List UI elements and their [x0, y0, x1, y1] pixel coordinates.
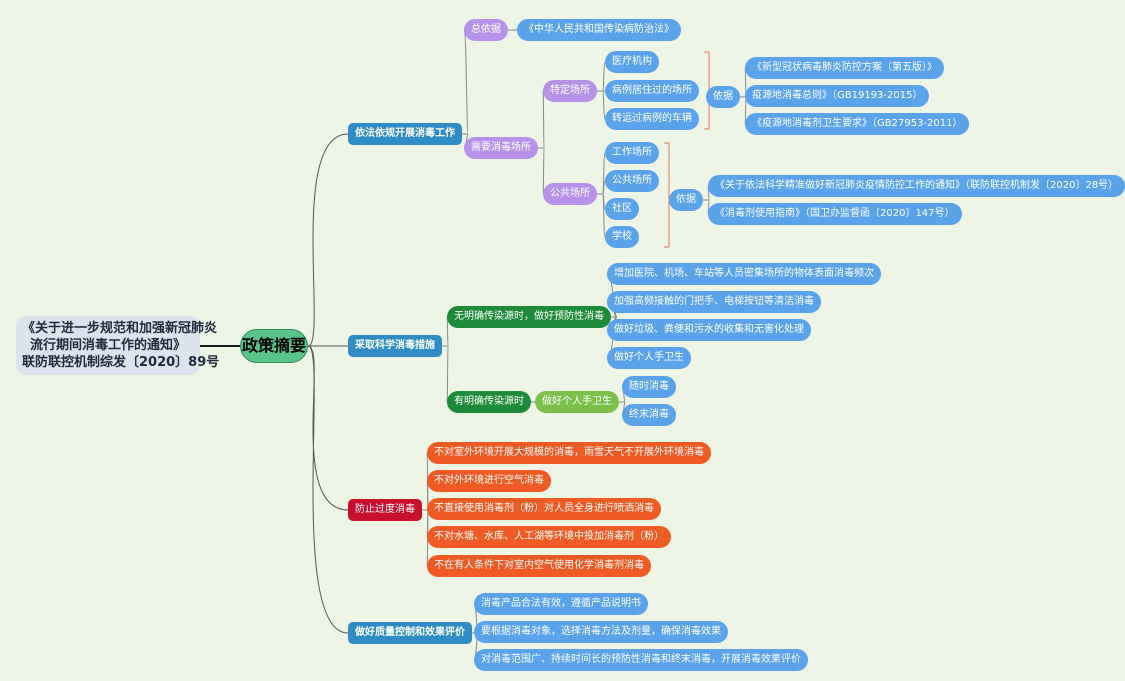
specific-item[interactable]: 病例居住过的场所	[605, 80, 699, 102]
specific-basis-item[interactable]: 《疫源地消毒剂卫生要求》（GB27953-2011）	[745, 113, 970, 135]
public-places-node[interactable]: 公共场所	[543, 183, 597, 205]
root-title-line-2: 流行期间消毒工作的通知》	[29, 338, 186, 353]
excessive-item[interactable]: 不对室外环境开展大规模的消毒，雨雪天气不开展外环境消毒	[427, 442, 711, 464]
hand-hygiene-item[interactable]: 终末消毒	[622, 404, 676, 426]
center-node[interactable]: 政策摘要	[240, 329, 308, 363]
quality-item[interactable]: 对消毒范围广、持续时间长的预防性消毒和终末消毒，开展消毒效果评价	[474, 649, 808, 671]
public-item[interactable]: 公共场所	[605, 170, 659, 192]
root-title-line-1: 《关于进一步规范和加强新冠肺炎	[22, 321, 218, 336]
no-source-node[interactable]: 无明确传染源时，做好预防性消毒	[447, 306, 611, 328]
specific-item[interactable]: 医疗机构	[605, 51, 659, 73]
connector-curve	[463, 29, 469, 135]
no-source-item[interactable]: 增加医院、机场、车站等人员密集场所的物体表面消毒频次	[607, 263, 881, 285]
no-source-item[interactable]: 加强高频接触的门把手、电梯按钮等清洁消毒	[607, 291, 821, 313]
branch-lawful[interactable]: 依法依规开展消毒工作	[348, 123, 462, 145]
mind-map-canvas: 《关于进一步规范和加强新冠肺炎 流行期间消毒工作的通知》 联防联控机制综发〔20…	[16, 19, 1125, 671]
public-item[interactable]: 社区	[605, 198, 639, 220]
specific-basis-item[interactable]: 《新型冠状病毒肺炎防控方案（第五版）》	[745, 57, 944, 79]
needs-places-node[interactable]: 需要消毒场所	[464, 137, 538, 159]
excessive-item[interactable]: 不在有人条件下对室内空气使用化学消毒剂消毒	[427, 555, 651, 577]
public-basis-label[interactable]: 依据	[669, 189, 703, 211]
no-source-item[interactable]: 做好个人手卫生	[607, 347, 691, 369]
law-node[interactable]: 《中华人民共和国传染病防治法》	[517, 19, 681, 41]
branch-connector	[307, 133, 349, 347]
excessive-item[interactable]: 不直接使用消毒剂（粉）对人员全身进行喷洒消毒	[427, 498, 661, 520]
specific-basis-label[interactable]: 依据	[706, 86, 740, 108]
public-item[interactable]: 学校	[605, 226, 639, 248]
specific-item[interactable]: 转运过病例的车辆	[605, 108, 699, 130]
connector-curve	[542, 90, 545, 149]
connector-curve	[602, 90, 606, 120]
specific-basis-item[interactable]: 疫源地消毒总则》（GB19193-2015）	[745, 85, 930, 107]
overall-basis-node[interactable]: 总依据	[464, 19, 508, 41]
public-basis-item[interactable]: 《消毒剂使用指南》（国卫办监督函〔2020〕147号）	[708, 203, 962, 225]
public-basis-item[interactable]: 《关于依法科学精准做好新冠肺炎疫情防控工作的通知》（联防联控机制发〔2020〕2…	[708, 175, 1125, 197]
connector-curve	[602, 193, 606, 238]
branch-connector	[307, 345, 349, 511]
root-title-line-3: 联防联控机制综发〔2020〕89号	[22, 355, 220, 370]
excessive-item[interactable]: 不对外环境进行空气消毒	[427, 470, 551, 492]
hand-hygiene-node[interactable]: 做好个人手卫生	[535, 391, 619, 413]
branch-scientific[interactable]: 采取科学消毒措施	[348, 335, 442, 357]
has-source-node[interactable]: 有明确传染源时	[447, 391, 531, 413]
hand-hygiene-item[interactable]: 随时消毒	[622, 376, 676, 398]
branch-quality[interactable]: 做好质量控制和效果评价	[348, 622, 472, 644]
no-source-item[interactable]: 做好垃圾、粪便和污水的收集和无害化处理	[607, 319, 811, 341]
public-item[interactable]: 工作场所	[605, 142, 659, 164]
excessive-item[interactable]: 不对水塘、水库、人工湖等环境中投加消毒剂（粉）	[427, 526, 671, 548]
connector-curve	[602, 61, 606, 92]
quality-item[interactable]: 消毒产品合法有效，遵循产品说明书	[474, 593, 648, 615]
branch-excessive[interactable]: 防止过度消毒	[348, 499, 422, 521]
branch-connector	[307, 345, 349, 634]
quality-item[interactable]: 要根据消毒对象，选择消毒方法及剂量，确保消毒效果	[474, 621, 728, 643]
root-title-node[interactable]: 《关于进一步规范和加强新冠肺炎 流行期间消毒工作的通知》 联防联控机制综发〔20…	[16, 316, 220, 375]
specific-places-node[interactable]: 特定场所	[543, 80, 597, 102]
connector-curve	[446, 345, 449, 403]
